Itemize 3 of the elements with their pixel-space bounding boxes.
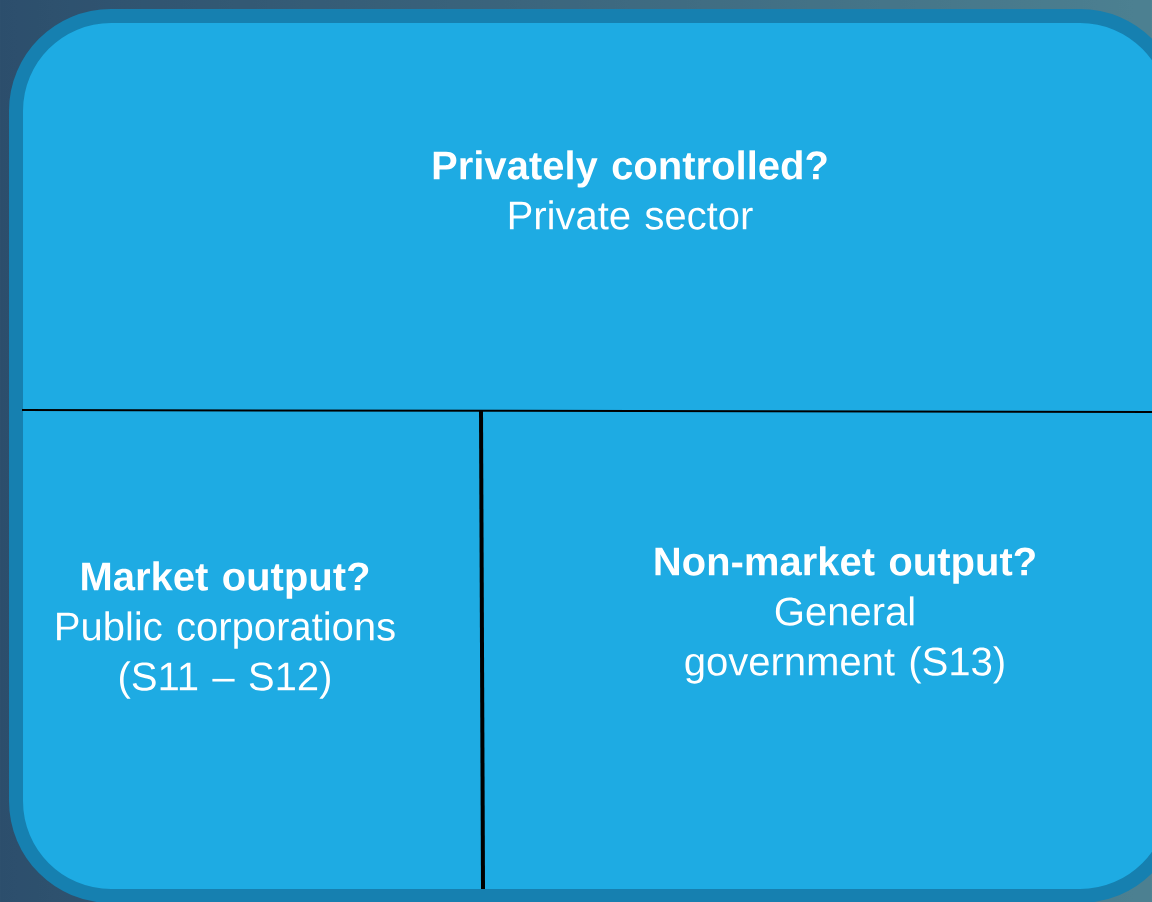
sector-label: Market output? Public corporations (S11 – S12) <box>57 561 395 699</box>
sector-label: Non-market output? General government (S13) <box>655 546 1035 684</box>
sector-label: Privately controlled? Private sector <box>433 150 827 230</box>
